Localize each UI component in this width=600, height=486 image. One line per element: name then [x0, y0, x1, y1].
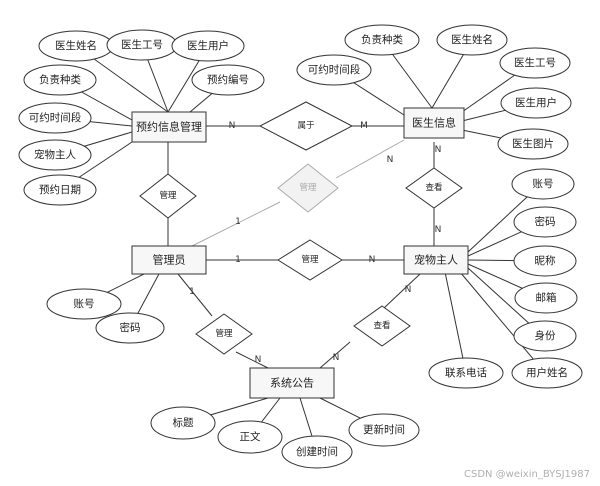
attr-admin-password: 密码	[120, 321, 141, 334]
relationship-view-announcement: 查看	[353, 305, 411, 347]
relationship-manage-doctor	[277, 163, 339, 213]
relationship-manage-doctor-label: 管理	[299, 182, 317, 193]
attr-owner-email: 邮箱	[536, 291, 557, 304]
attr-booking-doctor-user: 医生用户	[187, 39, 229, 52]
attr-owner-real-name: 用户姓名	[526, 366, 568, 379]
owner-attributes: 账号 密码 昵称 邮箱 身份 用户姓名 联系电话	[428, 168, 583, 389]
entity-admin-label: 管理员	[153, 253, 186, 267]
relationship-manage-owner: 管理	[277, 239, 343, 281]
relationship-belongs-label: 属于	[297, 121, 315, 131]
card-booking-belongs: N	[229, 121, 236, 131]
relationship-view-doctor-label: 查看	[425, 182, 442, 193]
doctor-attributes: 负责种类 医生姓名 可约时间段 医生工号 医生用户 医生图片	[296, 24, 572, 160]
card-owner-managed: N	[369, 255, 376, 265]
admin-attributes: 账号 密码	[46, 288, 165, 344]
card-owner-view: N	[435, 225, 442, 235]
announcement-attributes: 标题 正文 创建时间 更新时间	[150, 406, 420, 469]
entity-announcement: 系统公告	[249, 367, 335, 399]
card-admin-manage-announcement: 1	[189, 287, 195, 297]
attr-booking-date: 预约日期	[39, 183, 81, 196]
attr-owner-identity: 身份	[535, 329, 556, 342]
entity-announcement-label: 系统公告	[270, 377, 314, 390]
attr-doctor-time-slot: 可约时间段	[308, 63, 361, 76]
attr-announcement-created: 创建时间	[296, 445, 338, 458]
card-doctor-belongs: M	[360, 121, 368, 131]
entity-doctor-info-label: 医生信息	[412, 116, 456, 130]
relationship-belongs: 属于	[258, 101, 354, 151]
relationship-manage-booking-label: 管理	[159, 190, 177, 201]
entity-booking-management: 预约信息管理	[131, 111, 207, 143]
card-doctor-view: N	[435, 145, 442, 155]
attr-announcement-title: 标题	[173, 417, 194, 429]
entity-admin: 管理员	[131, 245, 207, 275]
attr-booking-doctor-name: 医生姓名	[55, 39, 97, 52]
attr-doctor-user: 医生用户	[515, 96, 557, 109]
entity-booking-management-label: 预约信息管理	[136, 120, 202, 134]
relationship-view-announcement-label: 查看	[373, 320, 390, 331]
attr-announcement-updated: 更新时间	[363, 423, 405, 436]
attr-owner-nickname: 昵称	[535, 254, 556, 267]
card-admin-manage-doctor: 1	[235, 217, 241, 227]
attr-announcement-body: 正文	[240, 430, 261, 443]
attr-doctor-name: 医生姓名	[451, 33, 493, 46]
attr-doctor-id: 医生工号	[514, 56, 556, 69]
relationship-manage-announcement: 管理	[195, 313, 253, 355]
attr-booking-pet-owner: 宠物主人	[34, 148, 76, 161]
card-admin-manage-owner: 1	[235, 255, 241, 265]
entity-doctor-info: 医生信息	[403, 107, 465, 139]
card-announcement-viewed: N	[333, 353, 340, 363]
attr-doctor-category: 负责种类	[361, 33, 403, 46]
attr-owner-account: 账号	[533, 178, 554, 190]
attr-booking-doctor-id: 医生工号	[121, 38, 163, 51]
entity-pet-owner: 宠物主人	[403, 245, 469, 275]
card-announcement-managed: N	[255, 355, 262, 365]
cardinality-labels: N M 1 N N N 1 N 1 N N N	[189, 121, 441, 365]
attr-booking-category: 负责种类	[39, 73, 81, 86]
relationship-manage-booking: 管理	[139, 173, 197, 219]
admin-doctor-relationship: 管理	[191, 139, 405, 247]
attr-booking-number: 预约编号	[207, 73, 249, 86]
relationship-manage-owner-label: 管理	[301, 254, 319, 265]
watermark: CSDN @weixin_BYSJ1987	[463, 469, 590, 480]
attr-doctor-photo: 医生图片	[512, 137, 554, 150]
relationship-manage-announcement-label: 管理	[215, 328, 233, 339]
entity-pet-owner-label: 宠物主人	[414, 253, 458, 267]
attr-owner-phone: 联系电话	[445, 366, 487, 379]
relationship-view-doctor: 查看	[405, 167, 463, 209]
booking-attributes: 医生姓名 医生工号 医生用户 负责种类 预约编号 可约时间段 宠物主人 预约日期	[18, 29, 265, 206]
attr-admin-account: 账号	[74, 298, 95, 310]
attr-booking-time-slot: 可约时间段	[29, 111, 82, 124]
attr-owner-password: 密码	[535, 215, 556, 228]
card-owner-view-announcement: N	[405, 285, 412, 295]
card-doctor-manage: N	[387, 155, 394, 165]
